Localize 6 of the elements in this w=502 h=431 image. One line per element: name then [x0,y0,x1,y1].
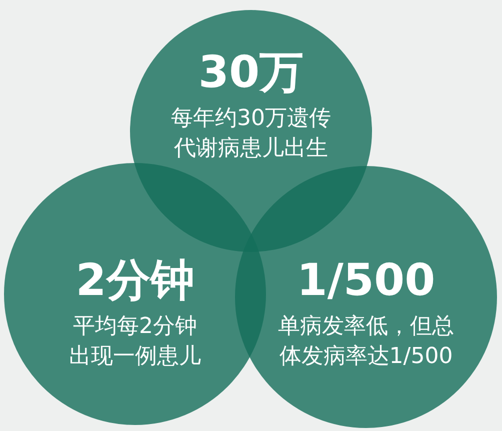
big-number: 1/500 [296,256,436,306]
description-text: 单病发率低，但总体发病率达1/500 [277,313,455,371]
big-number: 30万 [197,48,305,98]
big-number: 2分钟 [74,256,196,306]
description-text: 平均每2分钟出现一例患儿 [68,313,202,371]
description-text: 每年约30万遗传代谢病患儿出生 [170,105,332,163]
